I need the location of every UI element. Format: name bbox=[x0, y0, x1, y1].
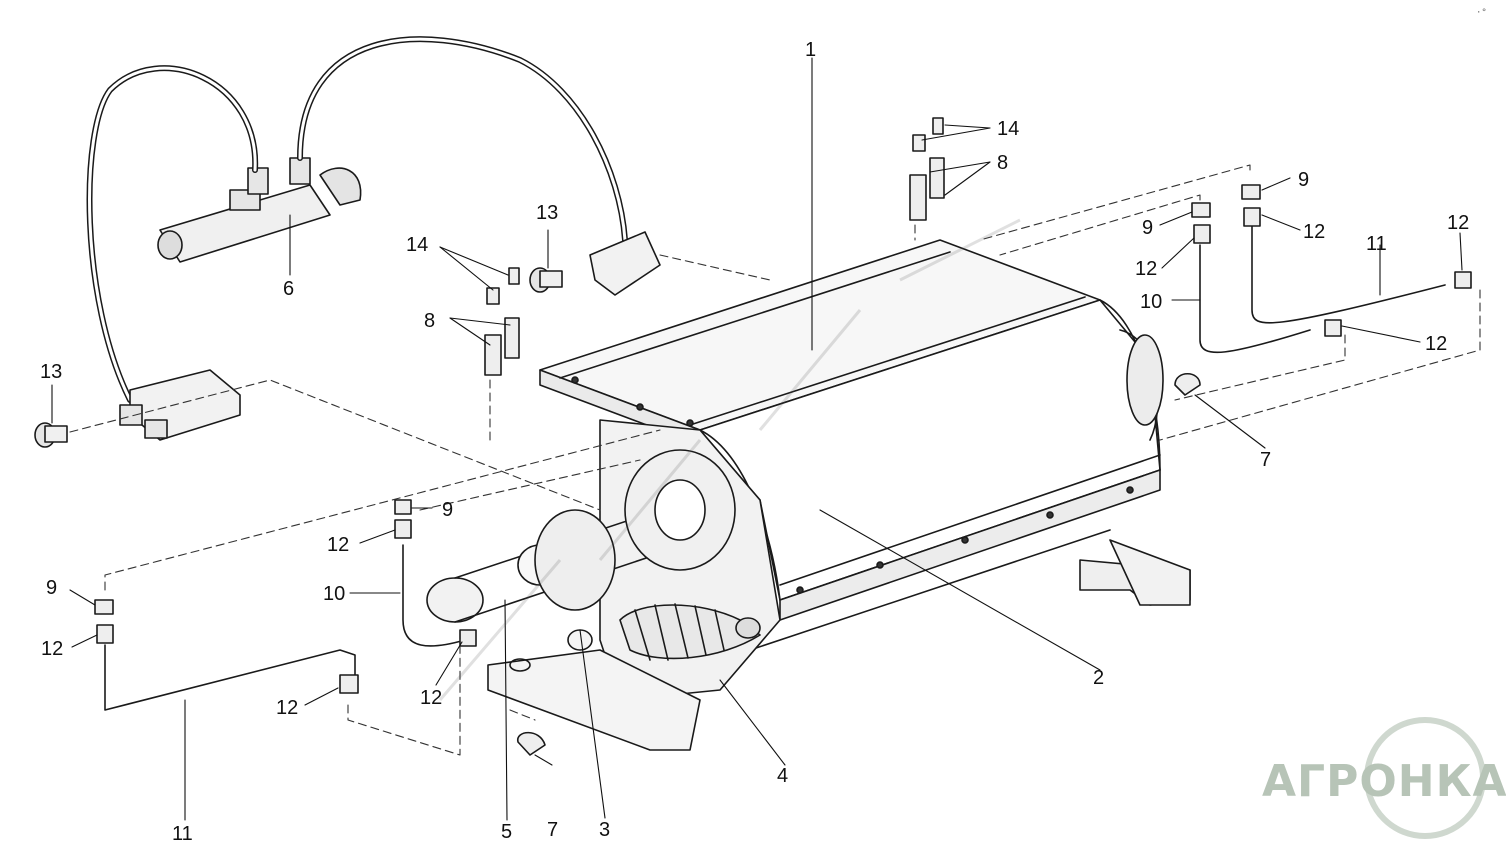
callout-1: 1 bbox=[805, 39, 817, 61]
mounting-plate bbox=[487, 539, 1191, 751]
watermark-text: АГРОНКА bbox=[1262, 756, 1506, 807]
leader-lines bbox=[51, 57, 1463, 821]
nuts bbox=[94, 184, 1472, 694]
dashed-guides bbox=[69, 164, 1481, 756]
callout-12-g: 12 bbox=[1447, 212, 1470, 234]
background-watermark bbox=[438, 218, 1021, 701]
callout-12-f: 12 bbox=[1303, 221, 1326, 243]
callout-11-left: 11 bbox=[172, 823, 193, 845]
callout-12-a: 12 bbox=[327, 534, 350, 556]
callout-6: 6 bbox=[283, 278, 295, 300]
callout-13-right: 13 bbox=[536, 202, 559, 224]
valve-block bbox=[157, 157, 362, 263]
callout-10-right: 10 bbox=[1140, 291, 1163, 313]
callout-12-b: 12 bbox=[41, 638, 64, 660]
callout-2: 2 bbox=[1093, 667, 1105, 689]
logo-mark bbox=[1364, 717, 1486, 839]
callout-5: 5 bbox=[501, 821, 513, 843]
callout-7-right: 7 bbox=[1260, 449, 1272, 471]
distribution-block-right bbox=[589, 231, 661, 296]
fittings bbox=[484, 117, 945, 376]
watermark-logo: АГРОНКА bbox=[1262, 716, 1506, 856]
clips bbox=[517, 372, 1201, 756]
pipes bbox=[104, 224, 1446, 711]
callout-8-left: 8 bbox=[424, 310, 436, 332]
hydraulic-hoses-inner bbox=[88, 37, 627, 402]
callout-12-d: 12 bbox=[420, 687, 443, 709]
callout-9-right-b: 9 bbox=[1298, 169, 1310, 191]
callout-12-h: 12 bbox=[1425, 333, 1448, 355]
callout-9-center: 9 bbox=[442, 499, 454, 521]
callout-13-left: 13 bbox=[40, 361, 63, 383]
callout-10-left: 10 bbox=[323, 583, 346, 605]
callout-11-right: 11 bbox=[1366, 233, 1387, 255]
callout-9-left: 9 bbox=[46, 577, 58, 599]
callout-12-c: 12 bbox=[276, 697, 299, 719]
callout-12-e: 12 bbox=[1135, 258, 1158, 280]
callout-3: 3 bbox=[599, 819, 611, 841]
callout-14-left: 14 bbox=[406, 234, 429, 256]
rim-bolts bbox=[571, 376, 1134, 594]
bellows-cylinder bbox=[619, 603, 761, 661]
callout-14-right: 14 bbox=[997, 118, 1020, 140]
callout-4: 4 bbox=[777, 765, 789, 787]
corner-mark: ·° bbox=[1476, 8, 1487, 18]
callout-8-right: 8 bbox=[997, 152, 1009, 174]
distribution-block-left bbox=[119, 369, 241, 441]
callout-9-right-a: 9 bbox=[1142, 217, 1154, 239]
caps bbox=[34, 267, 563, 448]
callout-7-left: 7 bbox=[547, 819, 559, 841]
shaft-assembly bbox=[426, 449, 736, 651]
